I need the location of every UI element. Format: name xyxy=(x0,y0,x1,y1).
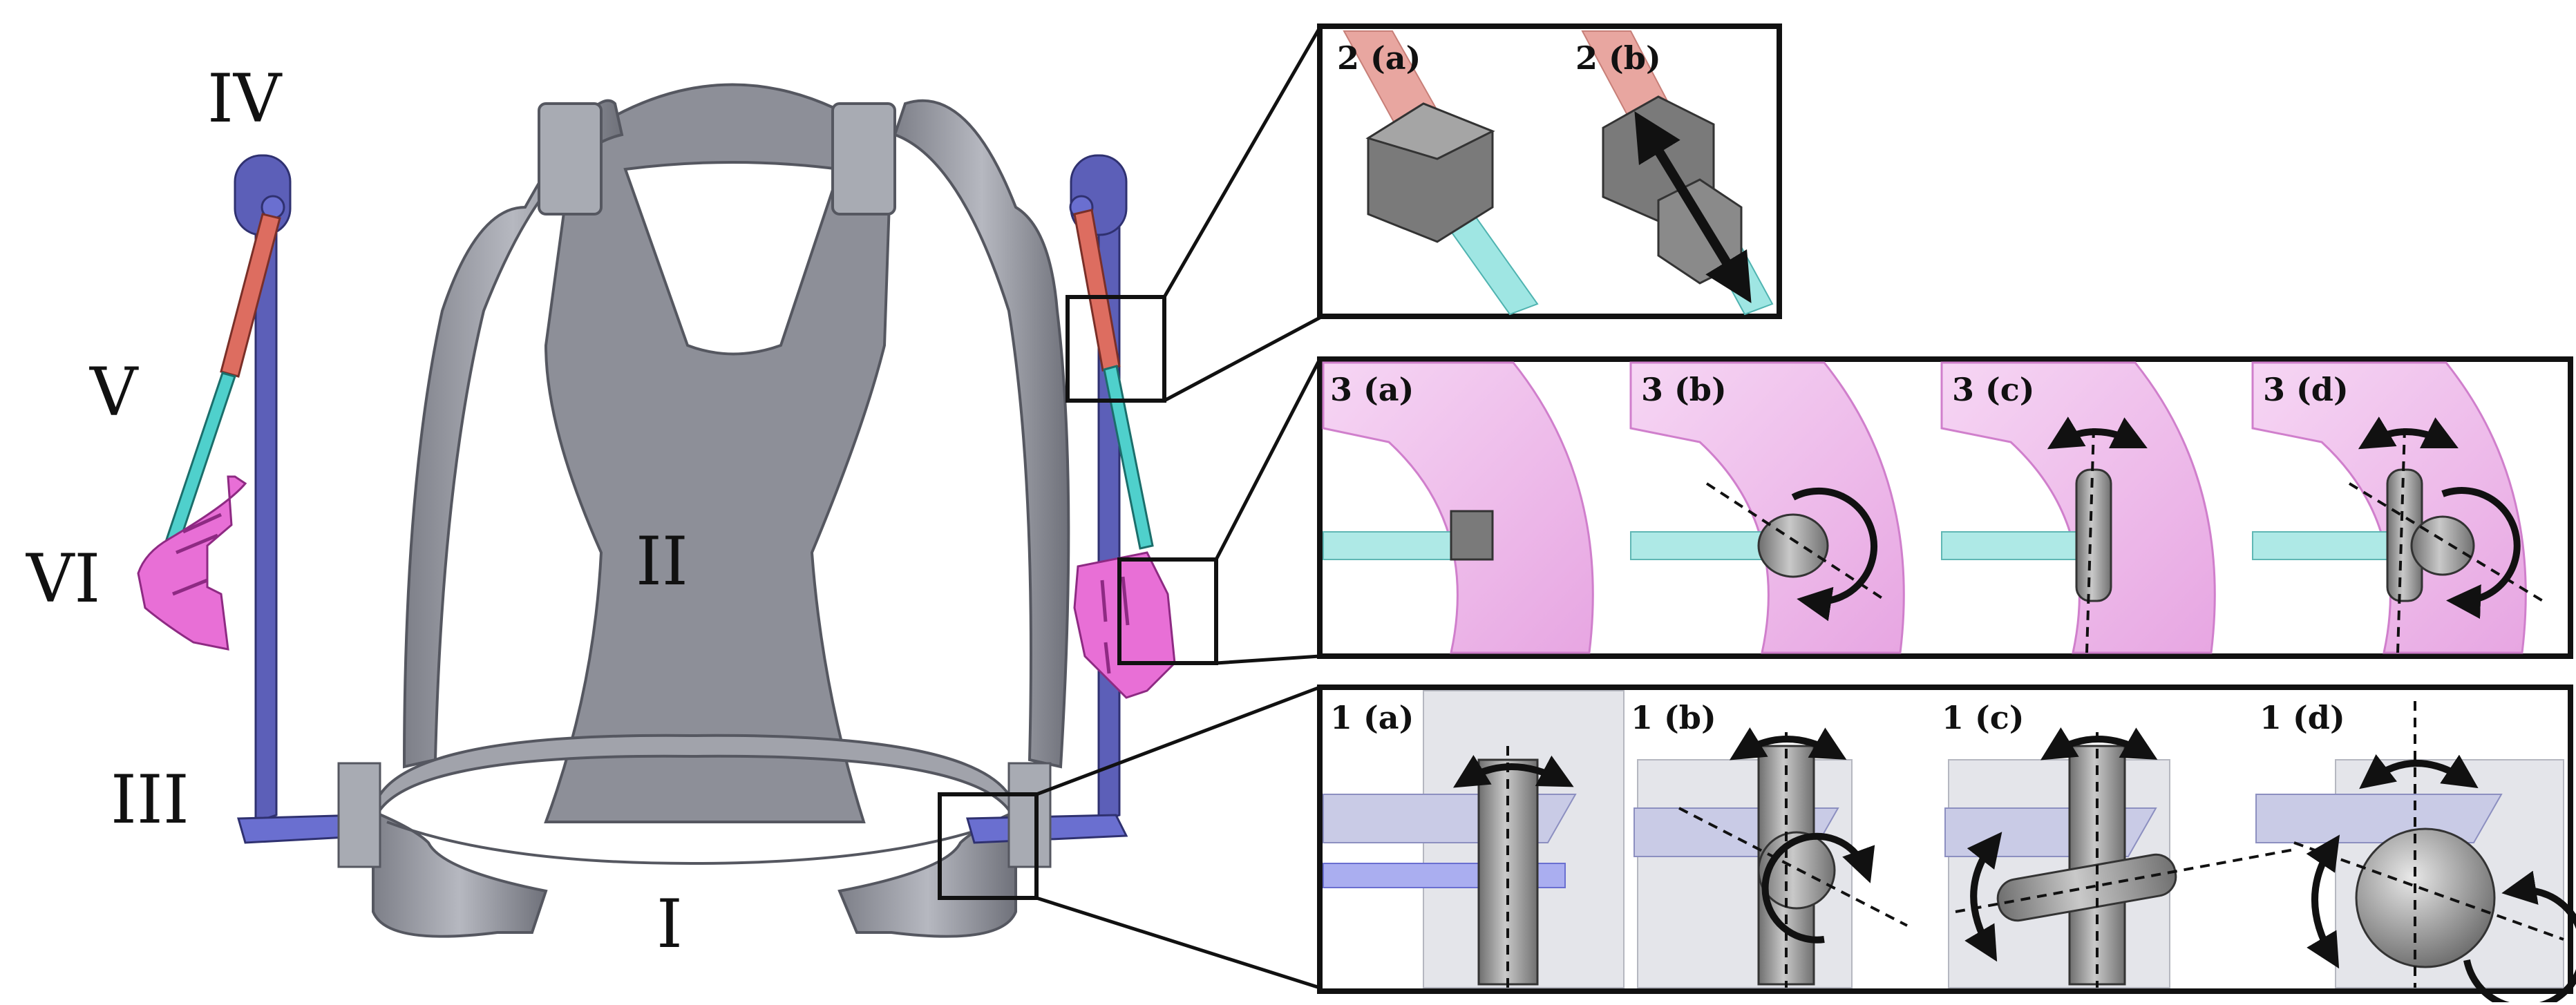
rotation-arrow-icon xyxy=(1729,727,1847,760)
back-plate-cutout xyxy=(623,161,842,356)
left-actuator-body xyxy=(220,213,281,378)
waist-belt-inner-rim xyxy=(386,821,1003,865)
right-actuator-rod xyxy=(1103,365,1154,550)
axis-dashed-line xyxy=(2348,482,2544,602)
inset-3a-rod xyxy=(1323,531,1462,560)
inset-3d-label: 3 (d) xyxy=(2263,371,2349,408)
axis-dashed-line xyxy=(1678,807,1908,927)
inset-1-belt-joint-detail: 1 (a) 1 (b) 1 (c) 1 (d) xyxy=(1317,685,2576,1005)
inset-3d-side-cylinder xyxy=(2410,515,2475,576)
inset-3a-label: 3 (a) xyxy=(1330,371,1414,408)
rotation-arrow-icon xyxy=(1452,754,1574,788)
axis-dashed-line xyxy=(2396,428,2406,653)
rotation-arrow-icon xyxy=(2358,417,2459,450)
inset-3c-label: 3 (c) xyxy=(1952,371,2035,408)
right-shoulder-strap xyxy=(893,99,1070,769)
callout-box-belt xyxy=(938,792,1039,900)
inset-1b-panel xyxy=(1633,727,1908,988)
label-part-vi: VI xyxy=(26,540,101,618)
inset-3b-rod xyxy=(1630,531,1770,560)
inset-1d-ball-joint xyxy=(2355,827,2496,968)
leader-lines-inset-1 xyxy=(1036,685,1320,990)
label-part-iv: IV xyxy=(207,60,282,137)
inset-3c-rod xyxy=(1941,531,2081,560)
axis-dashed-line xyxy=(1955,848,2295,913)
left-shoulder-strap xyxy=(402,99,624,769)
inset-3b-panel xyxy=(1629,361,1905,654)
inset-3b-cuff xyxy=(1629,361,1905,654)
exoskeleton-main-view xyxy=(137,26,1322,990)
right-actuator-body xyxy=(1073,209,1121,372)
inset-3a-panel xyxy=(1322,361,1594,654)
leader-lines-inset-2 xyxy=(1162,26,1322,403)
rotation-arrow-icon xyxy=(2306,834,2340,969)
inset-3d-rod xyxy=(2252,531,2392,560)
rotation-arrow-icon xyxy=(2047,417,2148,450)
left-arm-cuff-slots xyxy=(172,513,222,596)
inset-2a-block-face xyxy=(1365,102,1495,160)
label-part-iii: III xyxy=(111,761,189,839)
leader-lines-inset-3 xyxy=(1214,358,1322,665)
inset-3a-cuff xyxy=(1322,361,1594,654)
inset-1a-panel xyxy=(1323,690,1625,988)
inset-1d-bracket xyxy=(2255,794,2503,843)
inset-1b-label: 1 (b) xyxy=(1631,699,1716,736)
right-belt-bracket xyxy=(1007,762,1052,868)
callout-box-actuator xyxy=(1066,295,1166,403)
inset-2a-label: 2 (a) xyxy=(1337,39,1421,77)
double-headed-arrow-icon xyxy=(1634,111,1752,303)
rotation-arrow-icon xyxy=(1761,832,1875,944)
inset-1a-label: 1 (a) xyxy=(1330,699,1414,736)
label-part-v: V xyxy=(90,354,138,431)
left-side-bar-vertical xyxy=(254,227,278,824)
waist-belt-front-right xyxy=(837,809,1017,938)
rotation-arrow-icon xyxy=(2359,754,2479,789)
label-part-i: I xyxy=(656,886,683,963)
inset-2-actuator-detail: 2 (a) 2 (b) xyxy=(1317,23,1782,319)
callout-box-cuff xyxy=(1117,557,1218,665)
left-arm-cuff xyxy=(137,475,247,651)
rotation-arrow-icon xyxy=(2040,727,2158,760)
inset-2b-label: 2 (b) xyxy=(1575,39,1661,77)
label-part-ii: II xyxy=(636,523,688,600)
inset-3-cuff-joint-detail: 3 (a) 3 (b) 3 (c) 3 (d) xyxy=(1317,356,2573,659)
right-strap-buckle xyxy=(831,102,896,216)
rotation-arrow-icon xyxy=(2441,487,2521,619)
axis-dashed-line xyxy=(1705,482,1888,602)
inset-1d-label: 1 (d) xyxy=(2260,699,2345,736)
rotation-arrow-icon xyxy=(1791,487,1878,622)
axis-dashed-line xyxy=(2085,428,2095,653)
waist-belt-front-left xyxy=(372,809,548,938)
inset-3a-joint-block xyxy=(1450,510,1494,561)
inset-3d-panel xyxy=(2251,361,2544,654)
right-arm-cuff xyxy=(1073,551,1176,699)
inset-1d-panel xyxy=(2255,701,2576,1005)
rotation-arrow-icon xyxy=(1964,832,2002,962)
inset-3b-label: 3 (b) xyxy=(1641,371,1727,408)
inset-3c-panel xyxy=(1940,361,2216,654)
right-arm-cuff-slots xyxy=(1100,576,1130,674)
rotation-arrow-icon xyxy=(2463,870,2576,1005)
inset-1c-label: 1 (c) xyxy=(1942,699,2025,736)
left-belt-bracket xyxy=(337,762,381,868)
inset-1c-panel xyxy=(1944,727,2295,988)
inset-3c-cylinder xyxy=(2075,468,2112,602)
axis-dashed-line xyxy=(2293,841,2564,941)
left-strap-buckle xyxy=(538,102,603,216)
